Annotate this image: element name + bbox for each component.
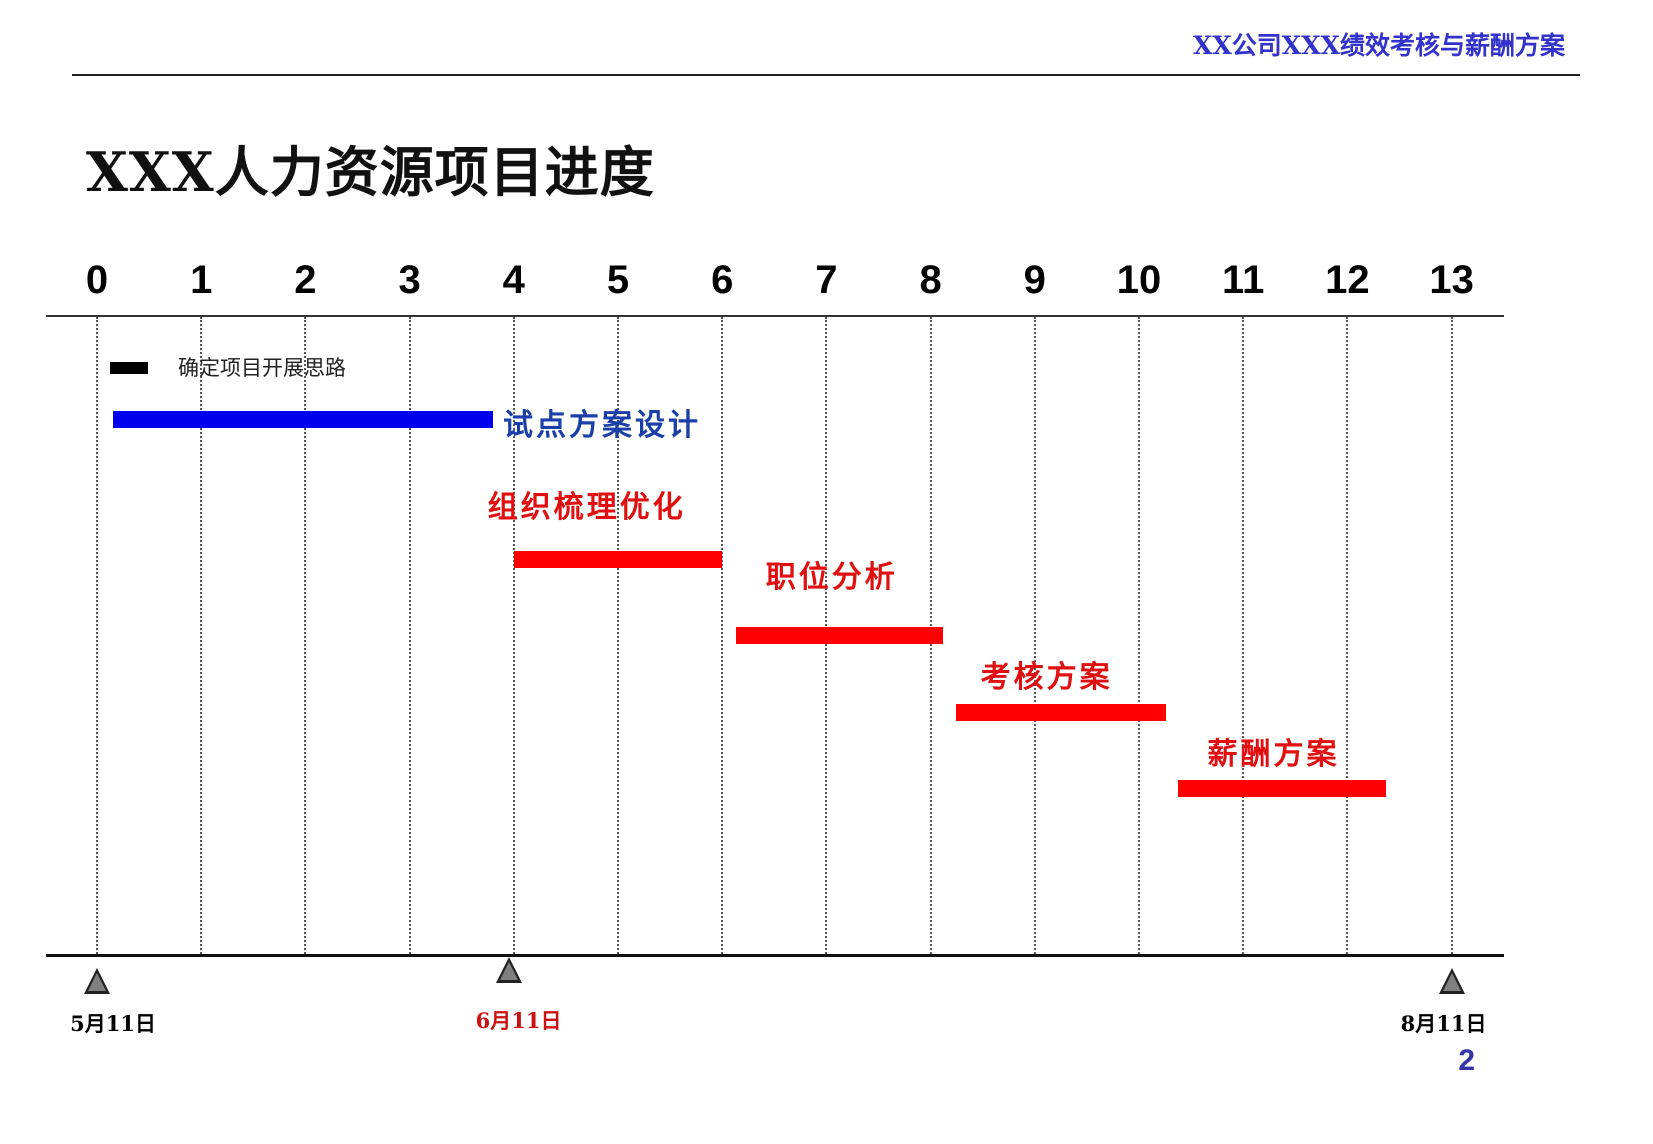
legend-swatch bbox=[110, 362, 148, 374]
gridline bbox=[200, 317, 203, 954]
milestone-label: 5月11日 bbox=[70, 1011, 156, 1036]
x-tick-label: 0 bbox=[85, 258, 109, 302]
gridline bbox=[408, 317, 411, 954]
page-title: XXX人力资源项目进度 bbox=[86, 140, 655, 204]
gridline bbox=[1138, 317, 1140, 954]
task-label: 薪酬方案 bbox=[1207, 737, 1340, 772]
task-bar bbox=[513, 551, 723, 568]
x-tick-label: 9 bbox=[1023, 258, 1046, 302]
milestone-label: 8月11日 bbox=[1400, 1011, 1487, 1036]
gridline bbox=[1450, 317, 1453, 954]
header-title: XX公司XXX绩效考核与薪酬方案 bbox=[1193, 31, 1565, 60]
task-bar bbox=[955, 704, 1167, 721]
axis-bottom-line bbox=[46, 954, 1504, 957]
page-number: 2 bbox=[1458, 1044, 1475, 1077]
task-label: 考核方案 bbox=[980, 660, 1113, 695]
milestone-label: 6月11日 bbox=[475, 1008, 562, 1033]
gridline bbox=[1033, 317, 1036, 954]
x-tick-label: 3 bbox=[398, 258, 421, 302]
gridline bbox=[1346, 317, 1349, 954]
task-bar bbox=[1177, 780, 1386, 797]
legend-label: 确定项目开展思路 bbox=[178, 356, 346, 380]
gridline bbox=[96, 317, 98, 954]
gridline bbox=[304, 317, 307, 954]
axis-top-line bbox=[46, 315, 1504, 317]
gridline bbox=[617, 317, 619, 954]
task-bar bbox=[735, 627, 944, 644]
x-tick-label: 4 bbox=[502, 258, 525, 302]
x-tick-label: 7 bbox=[815, 258, 838, 302]
task-label: 试点方案设计 bbox=[502, 408, 701, 443]
x-tick-label: 11 bbox=[1222, 258, 1265, 302]
x-tick-label: 2 bbox=[294, 258, 317, 302]
x-tick-label: 8 bbox=[919, 258, 942, 302]
gridline bbox=[721, 317, 724, 954]
milestone-marker-icon bbox=[84, 968, 110, 994]
header-divider bbox=[72, 74, 1580, 76]
x-tick-label: 5 bbox=[606, 258, 630, 302]
gridline bbox=[1242, 317, 1245, 954]
milestone-marker-icon bbox=[1438, 968, 1465, 994]
x-tick-label: 1 bbox=[190, 258, 213, 302]
x-tick-label: 6 bbox=[711, 258, 734, 302]
x-tick-label: 12 bbox=[1325, 258, 1370, 302]
x-tick-label: 10 bbox=[1116, 258, 1162, 302]
milestone-marker-icon bbox=[495, 957, 522, 983]
x-tick-label: 13 bbox=[1429, 258, 1474, 302]
gridline bbox=[512, 317, 515, 954]
task-label: 组织梳理优化 bbox=[487, 490, 686, 525]
task-bar bbox=[112, 411, 493, 428]
task-label: 职位分析 bbox=[765, 560, 898, 595]
